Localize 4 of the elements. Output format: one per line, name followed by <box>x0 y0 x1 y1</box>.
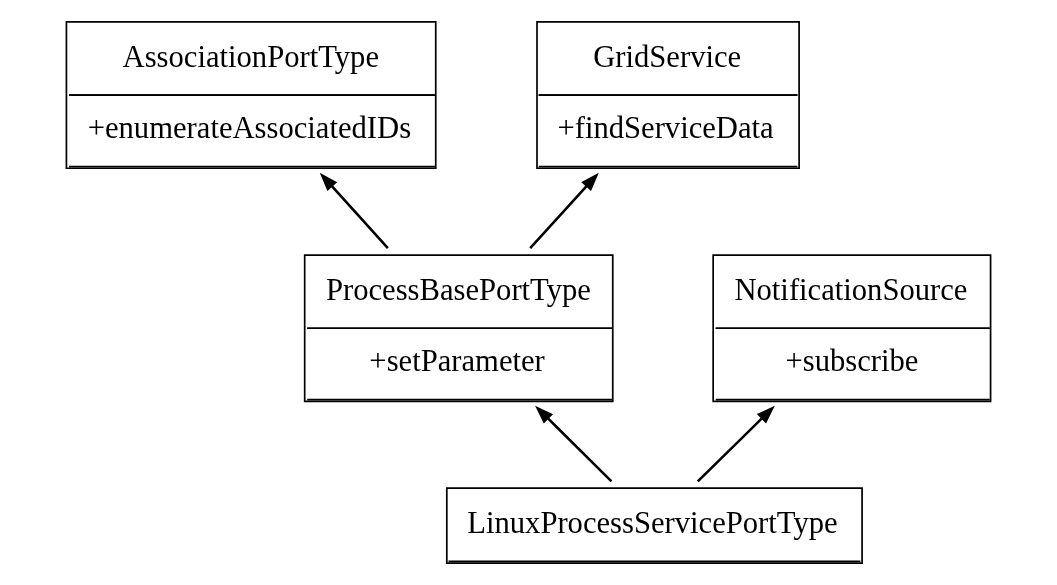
arrow <box>529 172 599 249</box>
arrow <box>696 405 775 483</box>
arrow <box>319 172 389 249</box>
arrow <box>535 405 613 483</box>
